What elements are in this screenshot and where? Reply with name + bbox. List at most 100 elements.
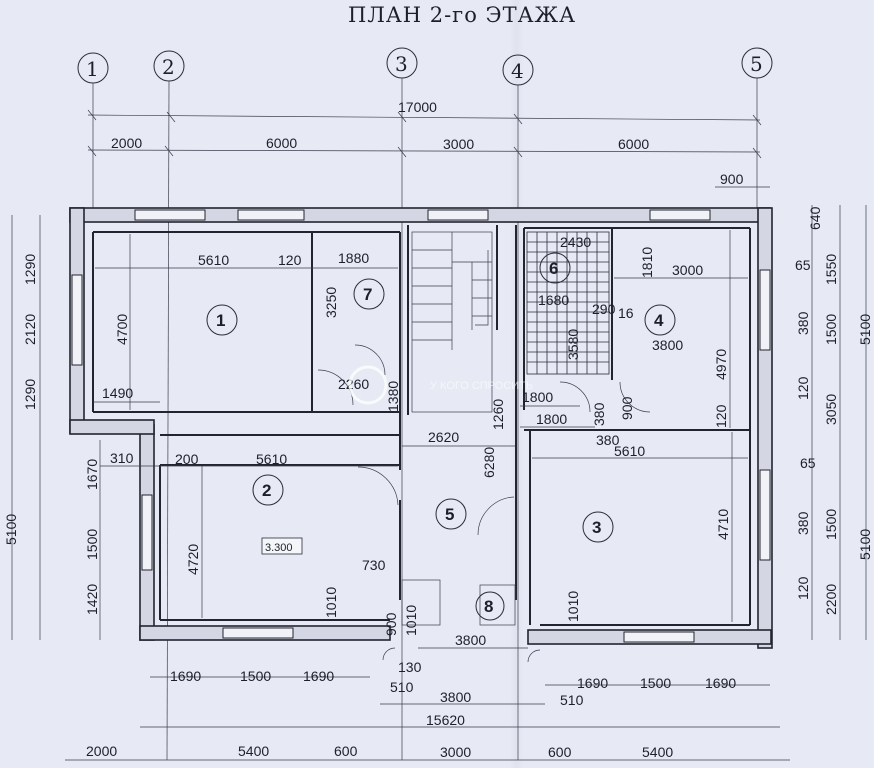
dim-right-inner-4: 65	[800, 455, 816, 471]
dim-left-total: 5100	[3, 514, 19, 545]
dim-top-seg-1: 2000	[111, 135, 142, 151]
dim-r1-h: 4700	[114, 314, 130, 345]
dim-right-6: 2200	[823, 584, 839, 615]
dim-bottom-small-1: 130	[398, 659, 422, 675]
dim-r4-b: 3800	[652, 337, 683, 353]
axis-label-2: 2	[162, 55, 175, 79]
dim-left-6: 1420	[84, 584, 100, 615]
dim-bottom-r1: 1690	[577, 675, 608, 691]
dim-top-offset: 900	[720, 171, 744, 187]
dim-bottom-row3-6: 5400	[642, 744, 673, 760]
dim-r5-h: 6280	[481, 447, 497, 478]
room-1-number: 1	[216, 311, 225, 330]
dim-right-2: 1550	[823, 254, 839, 285]
dim-bottom-r2: 1500	[640, 675, 671, 691]
room-3-number: 3	[592, 518, 601, 537]
dim-r7-w: 2260	[338, 376, 369, 392]
dim-bottom-l2: 1500	[240, 668, 271, 684]
dim-top-seg-4: 6000	[618, 136, 649, 152]
bottom-dimensions: 1690 1500 1690 1690 1500 1690 130 510 51…	[65, 659, 790, 761]
dim-r1-a: 120	[278, 252, 302, 268]
dim-r5-c: 3800	[455, 632, 486, 648]
dim-corr-d: 380	[591, 402, 607, 426]
dim-bottom-l1: 1690	[170, 668, 201, 684]
dim-right-inner-6: 120	[795, 576, 811, 600]
dim-bottom-small-3: 510	[560, 692, 584, 708]
dim-stair-h: 1380	[385, 381, 401, 412]
room-4-marker	[644, 304, 676, 336]
dim-right-inner-3: 120	[795, 376, 811, 400]
dim-r6-f: 16	[618, 305, 634, 321]
dim-left-4: 1670	[84, 459, 100, 490]
right-dimensions: 640 1550 1500 3050 1500 2200 5100 5100 6…	[795, 205, 873, 640]
dim-r2-d: 1010	[323, 587, 339, 618]
dim-r4-w: 3000	[672, 262, 703, 278]
room-2-marker	[252, 474, 284, 506]
dim-r3-w: 5610	[614, 443, 645, 459]
interior-walls	[92, 225, 751, 626]
dim-top-seg-3: 3000	[443, 136, 474, 152]
dim-r2-a: 310	[110, 450, 134, 466]
dim-right-1: 640	[807, 206, 823, 230]
dim-r2-c: 730	[362, 557, 386, 573]
dim-stair-b: 1260	[490, 399, 506, 430]
axis-label-3: 3	[395, 52, 408, 76]
room-1-marker	[206, 304, 238, 336]
dim-r1-b: 1880	[338, 250, 369, 266]
dim-r5-a: 900	[383, 612, 399, 636]
dim-r5-w: 2620	[428, 429, 459, 445]
dim-right-inner-5: 380	[795, 511, 811, 535]
dim-right-inner-2: 380	[795, 311, 811, 335]
door-swings	[317, 344, 651, 663]
dim-bottom-mid: 3800	[440, 689, 471, 705]
room-5-marker	[435, 498, 467, 530]
dim-right-3: 1500	[823, 314, 839, 345]
dim-r3-a: 1010	[565, 591, 581, 622]
room-6-number: 6	[549, 259, 558, 278]
dim-r1-w: 5610	[198, 252, 229, 268]
room-6-marker	[539, 252, 571, 284]
dim-bottom-l3: 1690	[303, 668, 334, 684]
exterior-walls	[69, 207, 773, 649]
dim-r4-c: 120	[713, 404, 729, 428]
plan-title: ПЛАН 2-го ЭТАЖА	[348, 3, 576, 27]
dim-r6-e: 290	[592, 301, 616, 317]
dim-bottom-overall: 15620	[426, 712, 465, 728]
room-8-marker	[475, 591, 505, 621]
dim-r6-d: 3580	[565, 329, 581, 360]
dim-bottom-row3-5: 600	[548, 744, 572, 760]
dim-bottom-row3-2: 5400	[238, 743, 269, 759]
axis-label-5: 5	[750, 52, 763, 76]
dim-r6-a: 2430	[560, 234, 591, 250]
staircase	[411, 231, 493, 413]
dim-r4-h: 4970	[713, 349, 729, 380]
dim-r2-h: 4720	[185, 544, 201, 575]
dim-right-total-upper: 5100	[857, 314, 873, 345]
room-4-number: 4	[654, 311, 664, 330]
dim-r5-b: 1010	[403, 605, 419, 636]
dim-r6-b: 1680	[538, 292, 569, 308]
dim-r7-h: 3250	[323, 287, 339, 318]
watermark: У КОГО СПРОСИТЬ	[348, 365, 533, 405]
dim-right-5: 1500	[823, 509, 839, 540]
dim-left-2: 2120	[22, 314, 38, 345]
dim-r6-c: 1810	[639, 247, 655, 278]
level-mark: 3.300	[265, 542, 293, 554]
room-5-number: 5	[445, 505, 454, 524]
room-7-number: 7	[363, 285, 372, 304]
dim-corr-b: 1800	[536, 411, 567, 427]
watermark-text: У КОГО СПРОСИТЬ	[430, 380, 533, 392]
dim-left-5: 1500	[84, 529, 100, 560]
dim-top-seg-2: 6000	[266, 135, 297, 151]
dim-r3-h: 4710	[715, 509, 731, 540]
dim-left-3: 1290	[22, 379, 38, 410]
dim-right-total-lower: 5100	[857, 529, 873, 560]
bathroom-tiles	[526, 231, 610, 375]
top-dimensions: 17000 2000 6000 3000 6000 900	[87, 99, 770, 188]
dim-bottom-r3: 1690	[705, 675, 736, 691]
room-7-marker	[353, 278, 385, 310]
left-dimensions: 1290 2120 1290 1670 1500 1420 5100	[3, 215, 101, 640]
room-2-number: 2	[262, 481, 271, 500]
